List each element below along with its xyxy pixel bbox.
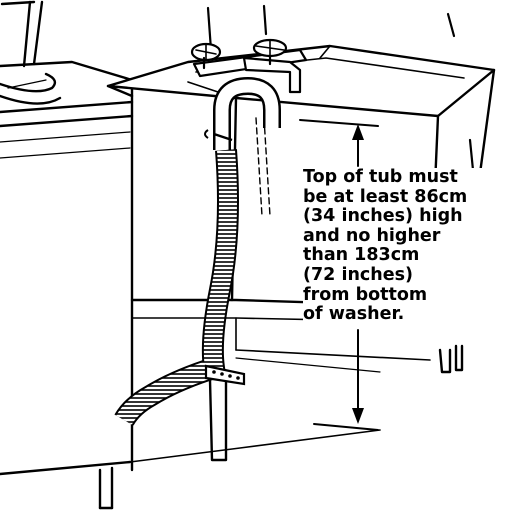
note-line: and no higher [303,225,441,246]
washer [0,0,134,510]
note-line: from bottom [303,284,428,305]
drain-hose [114,76,281,426]
height-dimension [299,119,379,431]
note-line: Top of tub must [303,167,458,187]
height-requirement-note: Top of tub must be at least 86cm (34 inc… [303,167,518,325]
note-line: (34 inches) high [303,206,463,227]
note-line: than 183cm [303,245,420,266]
note-line: be at least 86cm [303,186,468,207]
arrow-down-icon [352,408,364,424]
faucet [190,38,308,94]
note-line: of washer. [303,304,405,325]
arrow-up-icon [352,124,364,140]
note-line: (72 inches) [303,264,414,285]
